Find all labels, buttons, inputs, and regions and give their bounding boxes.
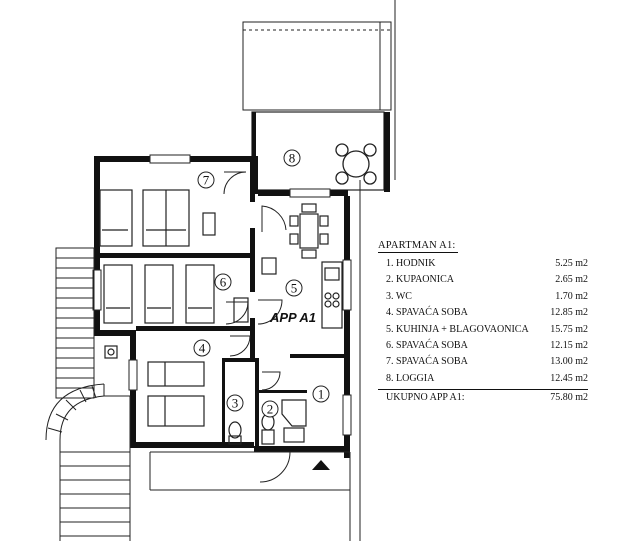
stair-upper [55,247,95,399]
room-number-3: 3 [232,396,239,411]
beds-room-4 [104,345,205,427]
beds-room-6 [103,264,249,324]
interior-walls [100,162,344,448]
legend-room-name: 2. KUPAONICA [386,274,454,286]
legend-row: 2. KUPAONICA 2.65 m2 [378,272,588,288]
legend-row: 1. HODNIK 5.25 m2 [378,256,588,272]
entrance-arrow [312,460,330,470]
legend-room-name: 8. LOGGIA [386,372,435,384]
loggia-table-set [335,143,377,185]
area-legend: APARTMAN A1: 1. HODNIK 5.25 m2 2. KUPAONI… [378,240,588,403]
legend-row: 8. LOGGIA 12.45 m2 [378,371,588,387]
door-swings [223,171,291,483]
legend-row: 6. SPAVAĆA SOBA 12.15 m2 [378,338,588,354]
windows [92,154,352,436]
room-number-8: 8 [289,151,296,166]
loggia [251,111,390,192]
legend-room-area: 2.65 m2 [555,274,588,286]
legend-room-area: 15.75 m2 [550,323,588,335]
room-markers: 1 2 3 4 5 6 7 8 [193,149,330,418]
stair-lower [45,383,131,541]
legend-title: APARTMAN A1: [378,240,458,253]
legend-total: UKUPNO APP A1: 75.80 m2 [378,389,588,403]
legend-total-area: 75.80 m2 [550,392,588,404]
legend-room-area: 12.45 m2 [550,372,588,384]
apartment-label: APP A1 [269,310,316,325]
legend-room-name: 3. WC [386,290,412,302]
legend-total-label: UKUPNO APP A1: [386,392,465,404]
legend-room-area: 12.15 m2 [550,340,588,352]
room-number-5: 5 [291,281,298,296]
room-number-6: 6 [220,275,227,290]
legend-room-name: 5. KUHINJA + BLAGOVAONICA [386,323,529,335]
legend-room-area: 5.25 m2 [555,258,588,269]
legend-room-name: 7. SPAVAĆA SOBA [386,356,468,368]
room-number-2: 2 [267,402,274,417]
legend-room-area: 12.85 m2 [550,307,588,319]
legend-row: 4. SPAVAĆA SOBA 12.85 m2 [378,305,588,321]
kitchen-dining [261,203,343,329]
legend-room-name: 4. SPAVAĆA SOBA [386,307,468,319]
legend-row: 3. WC 1.70 m2 [378,289,588,305]
room-number-4: 4 [199,341,206,356]
beds-room-7 [99,189,216,247]
legend-row: 7. SPAVAĆA SOBA 13.00 m2 [378,354,588,370]
upper-terrace [242,0,396,180]
legend-row: 5. KUHINJA + BLAGOVAONICA 15.75 m2 [378,322,588,338]
legend-room-name: 6. SPAVAĆA SOBA [386,340,468,352]
corridor-outline [149,180,361,541]
legend-room-area: 13.00 m2 [550,356,588,368]
room-number-1: 1 [318,387,325,402]
legend-room-name: 1. HODNIK [386,258,436,269]
room-number-7: 7 [203,173,210,188]
legend-room-area: 1.70 m2 [555,290,588,302]
